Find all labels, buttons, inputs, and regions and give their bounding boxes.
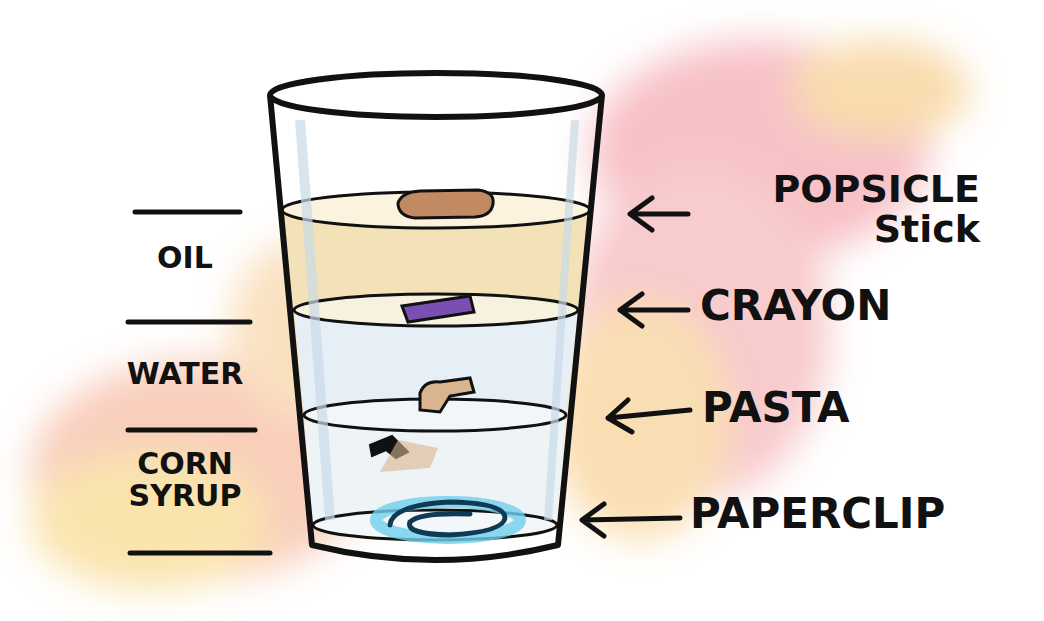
floating-objects bbox=[370, 190, 520, 538]
layer-name: OIL bbox=[110, 242, 260, 274]
object-name: POPSICLE Stick bbox=[700, 170, 980, 250]
object-name: CRAYON bbox=[700, 284, 1020, 328]
layer-name: CORN SYRUP bbox=[95, 448, 275, 511]
object-name: PASTA bbox=[702, 386, 1022, 430]
layer-name: WATER bbox=[95, 358, 275, 390]
glass-cup bbox=[270, 73, 602, 560]
object-name: PAPERCLIP bbox=[690, 492, 1030, 536]
pointer-arrows bbox=[582, 198, 690, 536]
